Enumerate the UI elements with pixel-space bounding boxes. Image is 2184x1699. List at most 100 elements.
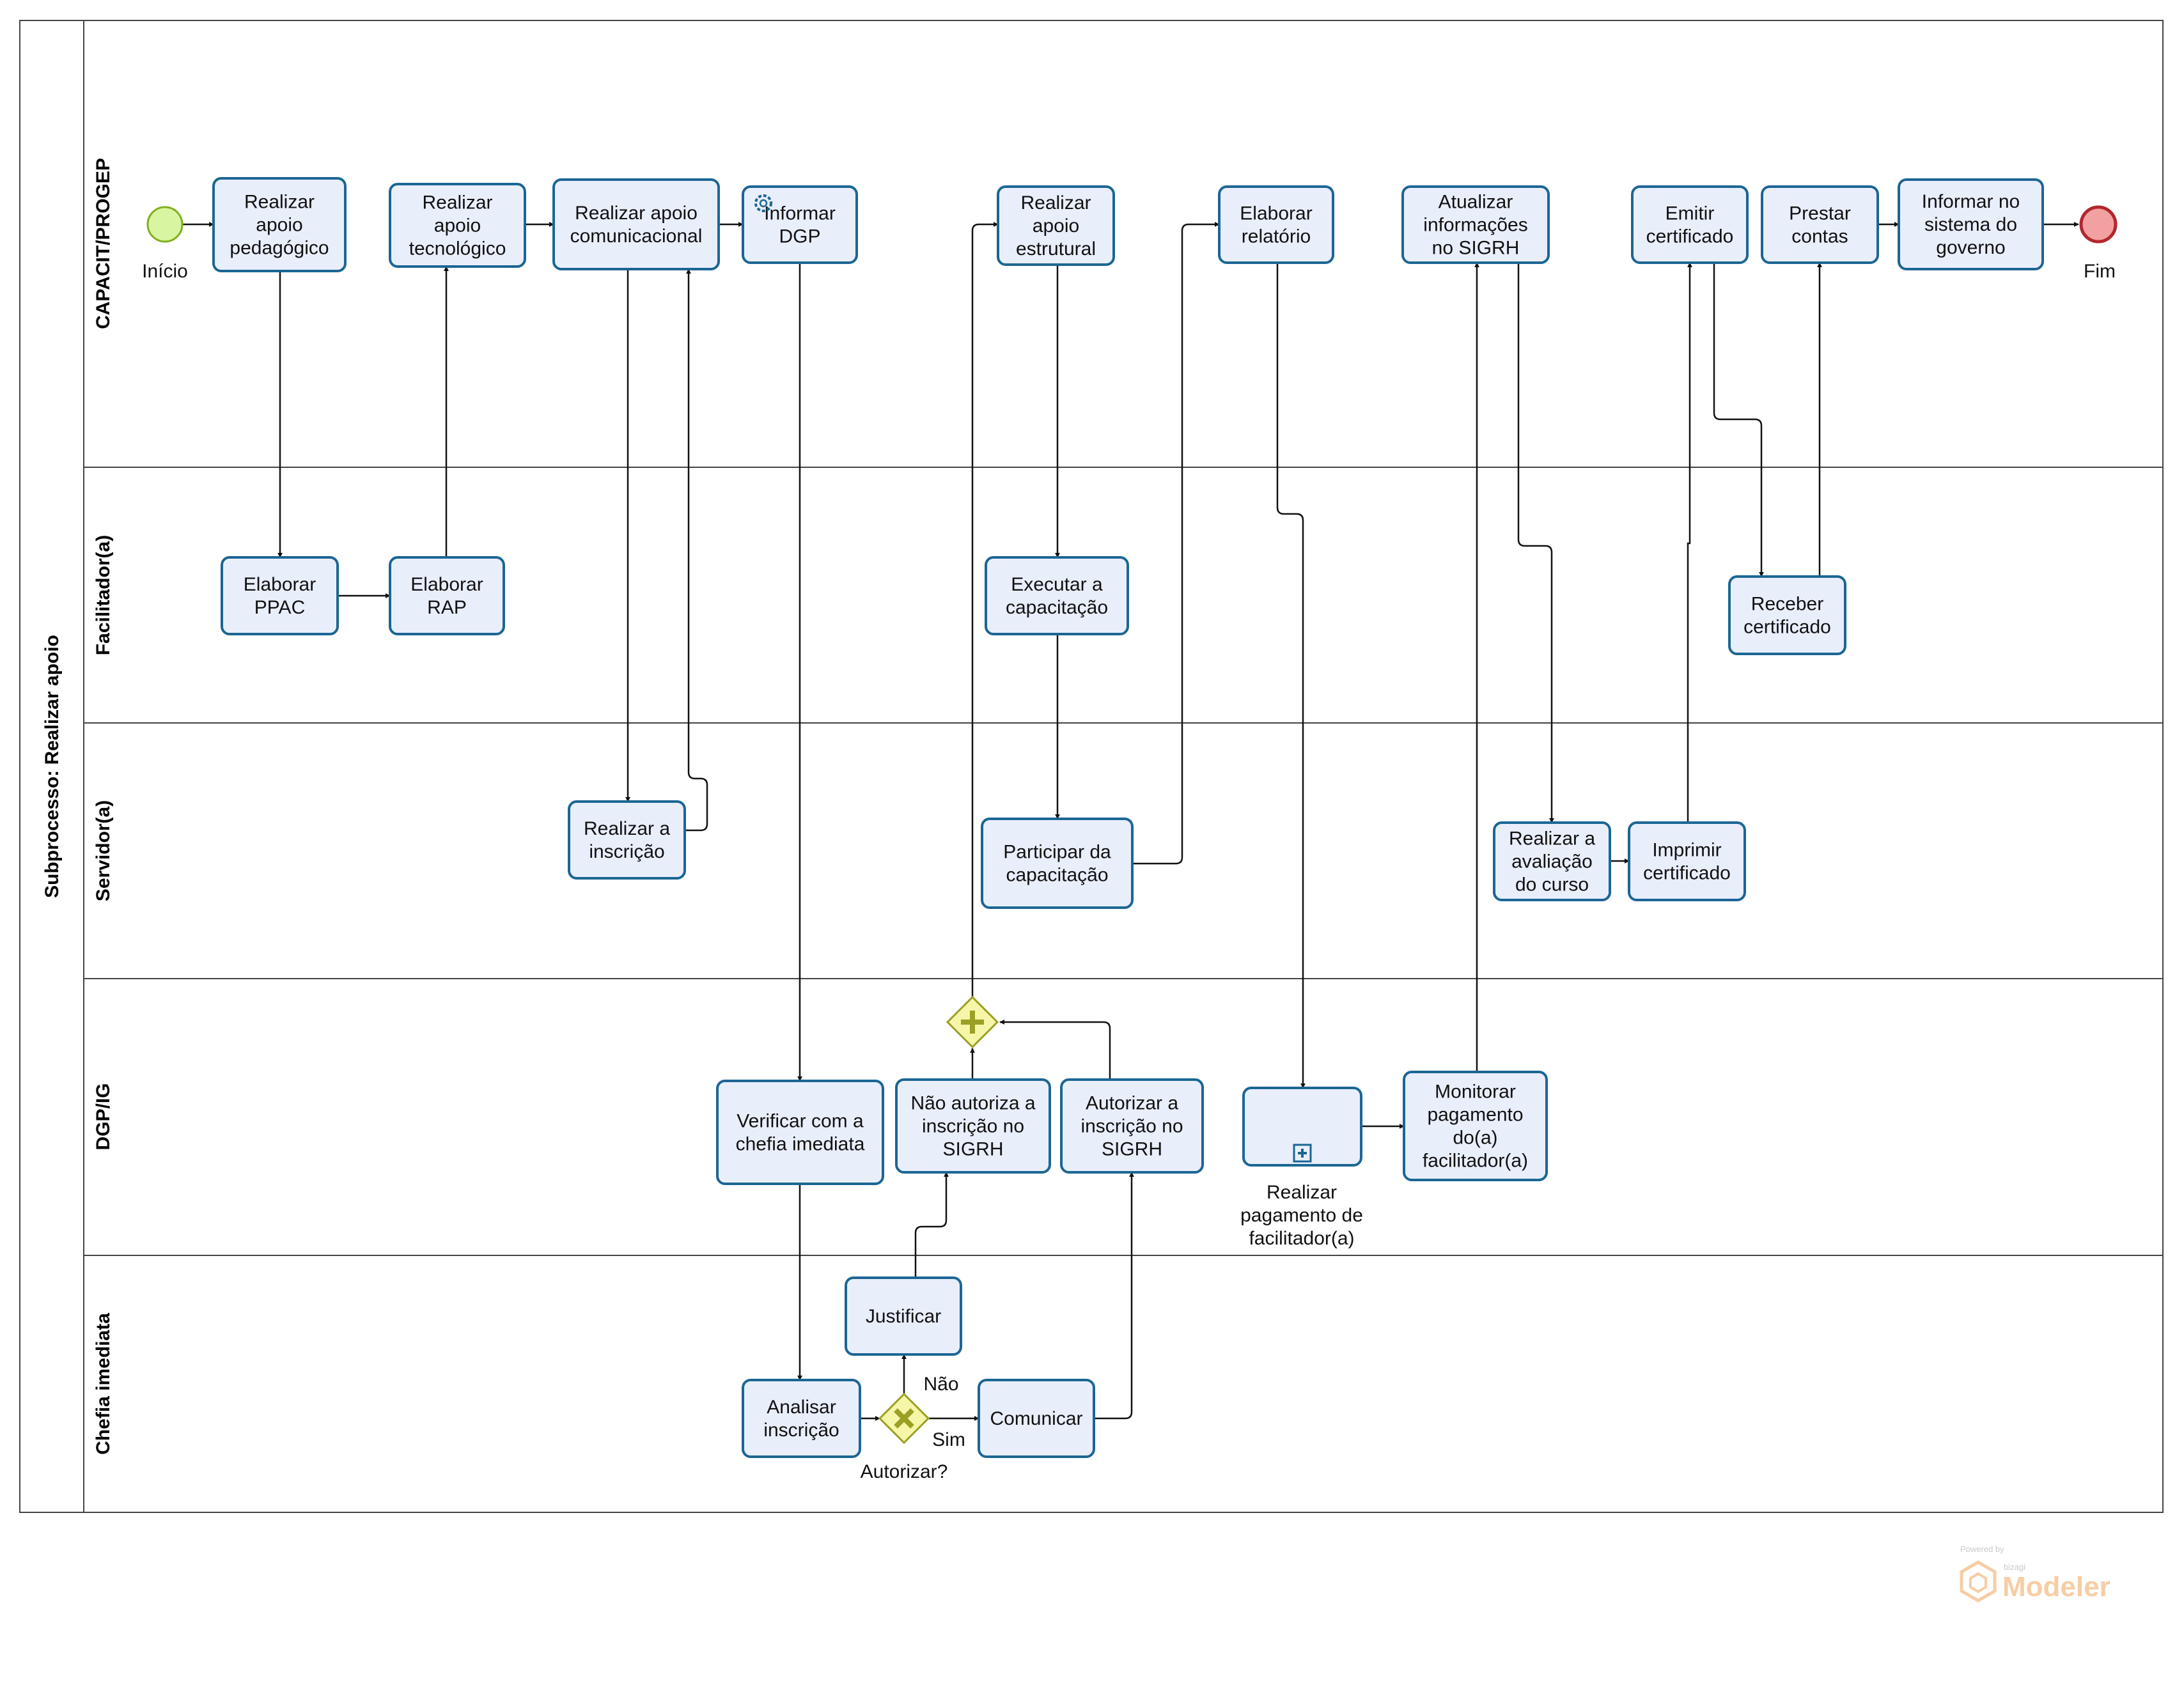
task-box — [389, 183, 526, 268]
flow-autorizar-join — [999, 1020, 1111, 1080]
task-label-line: capacitação — [1006, 597, 1108, 618]
task-label-line: certificado — [1646, 226, 1734, 247]
start-event[interactable] — [146, 206, 183, 243]
flow-inscricao-informar — [685, 268, 708, 832]
flow-participar-relatorio — [1132, 222, 1220, 865]
task-label-line: pagamento — [1427, 1105, 1523, 1126]
task-label-line: informações — [1423, 215, 1527, 236]
flow-atualizar-avaliacao — [1517, 263, 1554, 823]
task-pagamento[interactable] — [1242, 1087, 1362, 1167]
task-label-line: SIGRH — [1102, 1139, 1162, 1160]
start-event-label: Início — [142, 261, 188, 282]
task-justificar[interactable]: Justificar — [845, 1276, 962, 1356]
task-label-line: apoio — [434, 215, 481, 237]
sequence-flows — [183, 222, 2079, 1421]
task-label-line: relatório — [1242, 226, 1311, 247]
flow-justificar-nao-autoriza — [914, 1172, 949, 1278]
task-label-line: Monitorar — [1435, 1082, 1516, 1103]
bizagi-logo-icon — [1960, 1560, 1997, 1602]
task-box — [1898, 178, 2044, 270]
lane-title-servidor: Servidor(a) — [93, 800, 114, 901]
flow-label-nao: Não — [923, 1374, 958, 1395]
task-box — [1060, 1078, 1204, 1174]
task-label-line: avaliação — [1511, 851, 1593, 873]
flow-comunicar-autorizar — [1094, 1172, 1134, 1420]
parallel-gateway[interactable] — [946, 995, 999, 1049]
task-label: Justificar — [866, 1306, 941, 1327]
task-box — [552, 178, 720, 270]
task-label-line: Realizar — [1020, 192, 1091, 213]
task-box — [389, 556, 505, 635]
task-box — [1761, 185, 1879, 264]
task-label-line: Receber — [1751, 594, 1823, 615]
task-label-line: sistema do — [1924, 214, 2017, 235]
task-label-line: do curso — [1515, 874, 1589, 896]
task-box — [997, 185, 1115, 266]
task-label-line: Elaborar — [410, 574, 483, 595]
task-box — [716, 1080, 884, 1185]
task-box — [978, 1379, 1095, 1458]
task-label-line: Informar no — [1922, 191, 2020, 212]
watermark-vendor: bizagi — [2004, 1562, 2025, 1572]
task-label-line: pedagógico — [230, 238, 329, 259]
task-label-line: Autorizar a — [1086, 1093, 1178, 1114]
subprocess-plus-icon — [1293, 1144, 1312, 1163]
exclusive-gateway[interactable] — [878, 1392, 930, 1445]
task-comunicar[interactable]: Comunicar — [978, 1379, 1095, 1458]
task-label-line: Realizar a — [584, 818, 670, 839]
task-label-line: Realizar apoio — [575, 203, 698, 224]
task-label-line: DGP — [779, 226, 820, 247]
gateway-label: Autorizar? — [861, 1461, 948, 1482]
task-label-line: do(a) — [1453, 1128, 1497, 1149]
end-event[interactable] — [2079, 205, 2118, 244]
task-box — [212, 177, 347, 272]
task-label-line: contas — [1791, 226, 1848, 247]
task-label-line: Prestar — [1789, 203, 1851, 224]
task-box — [895, 1078, 1051, 1174]
pool: Subprocesso: Realizar apoio — [19, 20, 2164, 1513]
lane-title-capacit: CAPACIT/PROGEP — [93, 158, 114, 329]
watermark-product: Modeler — [2002, 1571, 2110, 1602]
task-label-line: inscrição no — [1080, 1116, 1183, 1137]
lane-title-facilitador: Facilitador(a) — [93, 535, 114, 655]
plus-icon — [961, 1011, 984, 1034]
